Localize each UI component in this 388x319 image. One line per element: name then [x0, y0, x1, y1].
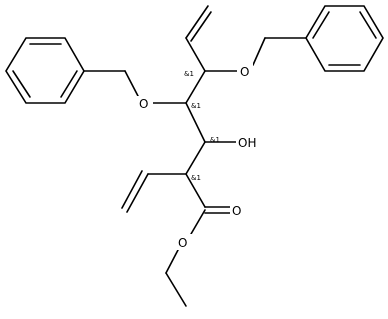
- bond-oright-ch2: [252, 37, 266, 66]
- bond-oleft-ch2: [124, 70, 139, 97]
- stereo-label-c1: &1: [184, 70, 194, 78]
- phenyl-right-double-2: [359, 11, 377, 39]
- bond-c-c-upper: [185, 70, 206, 104]
- atom-o-ester: O: [178, 236, 187, 250]
- bond-vinyl-left-double-a: [126, 173, 149, 213]
- bond-ethyl: [165, 272, 187, 307]
- bond-carbonyl-oester: [190, 209, 206, 235]
- bond-c-c-lower: [185, 141, 206, 175]
- atom-o-carbonyl: O: [232, 204, 241, 218]
- bonds: [5, 5, 384, 307]
- bond-vinyl-top-single: [185, 37, 206, 72]
- bond-vinyl-top-double-a: [185, 5, 209, 39]
- atom-o-right: O: [240, 65, 249, 79]
- stereo-label-c4: &1: [191, 174, 201, 182]
- bond-vinyl-left-double-b: [121, 170, 143, 209]
- atom-oh: OH: [238, 136, 256, 150]
- atom-o-left: O: [139, 97, 148, 111]
- phenyl-left-double-3: [60, 70, 78, 98]
- bond-c-c-middle: [185, 102, 206, 143]
- phenyl-right-double-1: [312, 11, 330, 39]
- stereo-label-c2: &1: [191, 102, 201, 110]
- stereo-label-c3: &1: [210, 136, 220, 144]
- atom-labels: O O OH O O: [137, 63, 260, 250]
- bond-c-carbonyl: [185, 173, 206, 208]
- phenyl-left-double-2: [12, 70, 31, 98]
- stereo-labels: &1 &1 &1 &1: [184, 70, 220, 182]
- phenyl-ring-right: [305, 5, 384, 72]
- bond-vinyl-top-double-b: [190, 11, 212, 42]
- phenyl-ring-left: [5, 37, 85, 104]
- bond-oester-ch2: [165, 249, 179, 274]
